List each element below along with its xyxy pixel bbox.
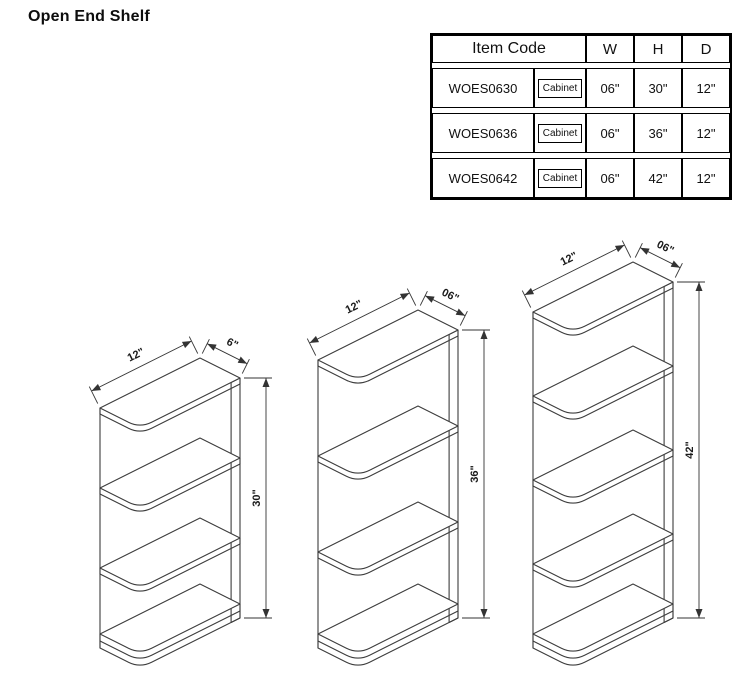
- w-cell: 06": [586, 113, 634, 153]
- page-title: Open End Shelf: [28, 8, 150, 25]
- width-dim-label: 6": [224, 336, 240, 352]
- width-dim-label: 06": [655, 239, 676, 258]
- height-dim-label: 30": [251, 489, 263, 506]
- w-cell: 06": [586, 68, 634, 108]
- h-cell: 30": [634, 68, 682, 108]
- col-header-h: H: [634, 35, 682, 63]
- open-end-shelf-36-drawing: 12" 06" 36": [306, 287, 490, 666]
- item-code-cell: WOES0642: [432, 158, 534, 198]
- cabinet-badge: Cabinet: [537, 79, 583, 98]
- depth-dim-label: 12": [559, 250, 580, 269]
- col-header-w: W: [586, 35, 634, 63]
- open-end-shelf-30-drawing: 12" 6" 30": [88, 336, 272, 666]
- cabinet-cell: Cabinet: [534, 68, 586, 108]
- cabinet-cell: Cabinet: [534, 113, 586, 153]
- d-cell: 12": [682, 113, 730, 153]
- w-cell: 06": [586, 158, 634, 198]
- h-cell: 36": [634, 113, 682, 153]
- spec-table-header: Item Code W H D: [432, 35, 730, 63]
- item-code-cell: WOES0636: [432, 113, 534, 153]
- open-end-shelf-42-drawing: 12" 06" 42": [521, 239, 705, 666]
- depth-dim-label: 12": [344, 298, 365, 317]
- h-cell: 42": [634, 158, 682, 198]
- cabinet-badge: Cabinet: [537, 124, 583, 143]
- col-header-d: D: [682, 35, 730, 63]
- col-header-item-code: Item Code: [432, 35, 586, 63]
- d-cell: 12": [682, 158, 730, 198]
- depth-dim-label: 12": [126, 346, 147, 365]
- item-code-cell: WOES0630: [432, 68, 534, 108]
- d-cell: 12": [682, 68, 730, 108]
- height-dim-label: 42": [684, 441, 696, 458]
- cabinet-badge: Cabinet: [537, 169, 583, 188]
- cabinet-cell: Cabinet: [534, 158, 586, 198]
- height-dim-label: 36": [469, 465, 481, 482]
- header-row: Item Code W H D: [432, 35, 730, 63]
- width-dim-label: 06": [440, 287, 461, 306]
